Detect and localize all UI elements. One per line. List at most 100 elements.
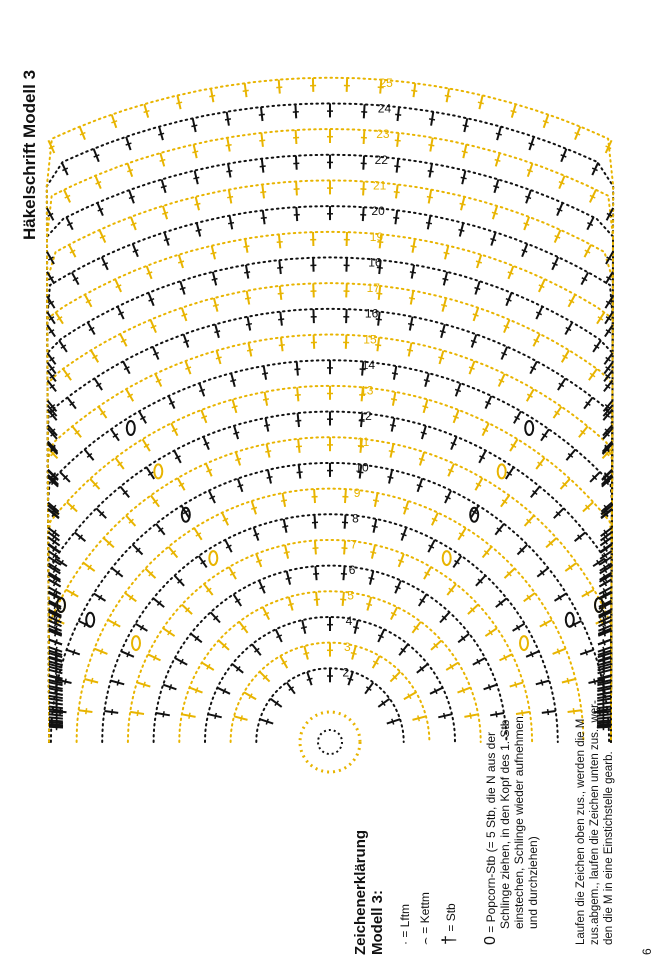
stitch-crossbar [431,517,438,522]
stitch-crossbar [99,511,105,517]
stitch-crossbar [146,271,153,275]
stitch-crossbar [353,626,360,630]
stitch-crossbar [483,550,490,556]
stitch-crossbar [533,338,540,343]
stitch-crossbar [54,649,58,657]
stitch-crossbar [496,527,503,533]
stitch-crossbar [184,607,191,613]
stitch-crossbar [52,580,58,587]
stitch-crossbar [585,401,591,406]
stitch-crossbar [143,443,150,448]
stitch-crossbar [580,429,586,435]
start-ring [298,710,362,774]
popcorn-stitch [131,635,141,652]
stitch-crossbar [48,300,55,306]
stitch-crossbar [420,431,427,435]
stitch-crossbar [72,649,76,656]
row-number: 4 [346,614,353,628]
stitch-crossbar [488,629,493,636]
stitch-crossbar [397,559,405,563]
stitch-crossbar [177,578,183,584]
stitch-crossbar [254,647,260,653]
stitch-crossbar [603,477,610,483]
stitch-mark [360,412,364,428]
stitch-crossbar [602,656,606,664]
stitch-mark [120,650,135,658]
stitch-crossbar [565,326,572,332]
stitch-crossbar [416,484,423,488]
stitch-crossbar [393,191,400,194]
stitch-crossbar [602,593,607,600]
stitch-crossbar [231,405,238,409]
stitch-crossbar [168,400,175,405]
stitch-crossbar [541,433,548,438]
stitch-crossbar [125,142,132,146]
stitch-crossbar [313,572,320,575]
stitch-crossbar [402,506,410,510]
stitch-crossbar [287,602,294,607]
stitch-crossbar [376,266,383,269]
stitch-crossbar [528,142,535,146]
stitch-crossbar [139,415,146,421]
stitch-crossbar [50,472,57,478]
stitch-crossbar [389,424,397,427]
stitch-crossbar [371,525,378,528]
stitch-crossbar [605,356,611,362]
stitch-crossbar [234,598,241,604]
stitch-crossbar [92,354,98,360]
stitch-crossbar [589,194,596,199]
stitch-crossbar [282,525,289,528]
stitch-crossbar [195,228,202,232]
stitch-crossbar [558,382,565,388]
stitch-crossbar [392,674,398,680]
stitch-crossbar [49,366,55,371]
stitch-crossbar [428,544,435,549]
stitch-mark [496,126,502,141]
stitch-crossbar [206,663,211,670]
stitch-crossbar [593,344,600,349]
stitch-crossbar [47,256,54,261]
stitch-crossbar [225,144,232,147]
stitch-crossbar [233,431,240,435]
stitch-crossbar [400,532,407,537]
stitch-crossbar [358,419,365,422]
stitch-crossbar [221,642,227,649]
stitch-crossbar [556,207,563,212]
stitch-crossbar [259,585,266,590]
stitch-crossbar [128,518,134,524]
stitch-crossbar [568,299,575,304]
row-number: 15 [363,332,377,346]
stitch-crossbar [602,611,607,619]
stitch-crossbar [391,718,395,725]
stitch-crossbar [498,378,505,383]
stitch-crossbar [212,615,219,621]
row-number: 22 [375,153,389,167]
stitch-crossbar [72,277,79,282]
stitch-crossbar [602,649,606,657]
stitch-crossbar [368,576,375,580]
stitch-crossbar [375,343,382,347]
stitch-crossbar [554,410,561,416]
stitch-crossbar [152,351,160,356]
stitch-crossbar [244,297,252,300]
stitch-crossbar [477,578,483,584]
stitch-crossbar [283,551,290,554]
chain-row [178,590,482,743]
stitch-crossbar [95,382,102,388]
stitch-crossbar [52,538,57,545]
stitch-crossbar [48,145,55,150]
stitch-crossbar [300,626,307,630]
row-number: 23 [376,127,390,141]
stitch-crossbar [589,372,596,378]
stitch-mark [516,543,529,556]
stitch-crossbar [294,393,301,397]
stitch-crossbar [49,384,56,389]
row-number: 12 [359,409,373,423]
stitch-mark [593,709,608,714]
stitch-crossbar [347,677,354,681]
stitch-crossbar [584,504,591,510]
popcorn-stitch [208,550,219,567]
stitch-crossbar [419,666,425,672]
stitch-crossbar [127,393,134,398]
stitch-crossbar [521,249,528,253]
